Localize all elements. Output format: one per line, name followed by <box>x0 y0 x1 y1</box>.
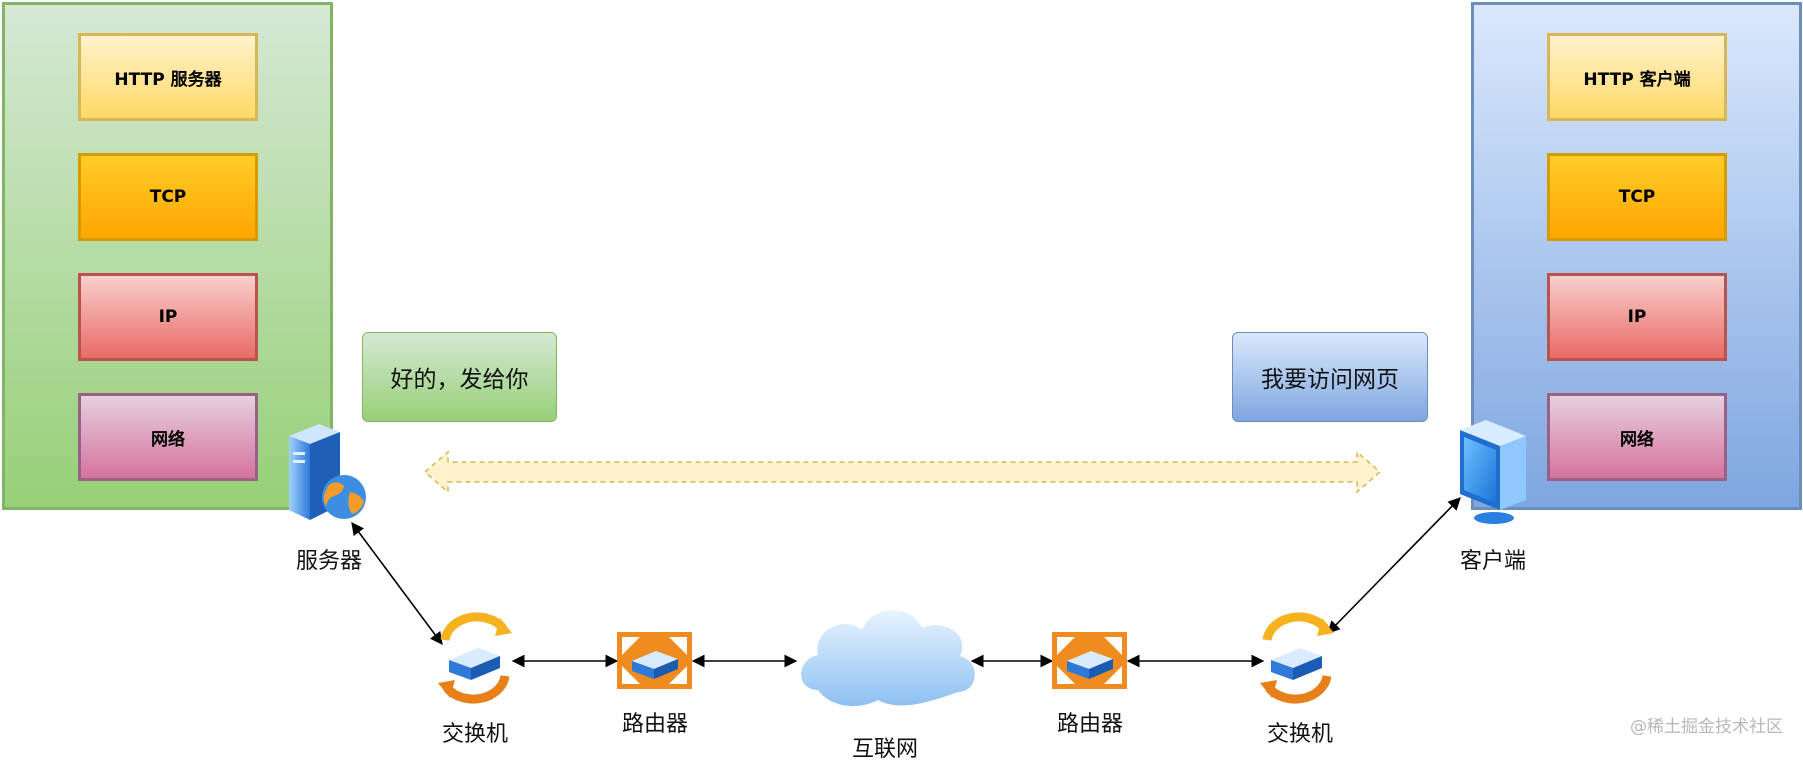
server-label: 服务器 <box>295 549 363 574</box>
server-network-layer: 网络 <box>78 393 258 481</box>
client-http-layer: HTTP 客户端 <box>1547 33 1727 121</box>
switch-left-label: 交换机 <box>441 722 509 747</box>
switch-icon <box>1260 612 1334 704</box>
watermark: @稀土掘金技术社区 <box>1630 717 1783 737</box>
router-icon <box>617 632 692 689</box>
server-reply-bubble: 好的，发给你 <box>362 332 557 422</box>
cloud-icon <box>801 610 975 707</box>
server-ip-layer: IP <box>78 273 258 361</box>
switch-icon <box>438 612 512 704</box>
link-switch-client <box>1327 497 1461 634</box>
data-flow-arrow <box>423 450 1382 494</box>
client-protocol-stack: HTTP 客户端 TCP IP 网络 <box>1471 2 1802 510</box>
server-tcp-layer: TCP <box>78 153 258 241</box>
client-label: 客户端 <box>1459 549 1527 574</box>
client-network-layer: 网络 <box>1547 393 1727 481</box>
server-http-layer: HTTP 服务器 <box>78 33 258 121</box>
internet-label: 互联网 <box>851 737 919 762</box>
router-left-label: 路由器 <box>621 712 689 737</box>
client-ip-layer: IP <box>1547 273 1727 361</box>
client-tcp-layer: TCP <box>1547 153 1727 241</box>
monitor-icon <box>1460 420 1526 524</box>
switch-right-label: 交换机 <box>1266 722 1334 747</box>
server-globe-icon <box>289 424 366 520</box>
router-icon <box>1052 632 1127 689</box>
client-request-bubble: 我要访问网页 <box>1232 332 1428 422</box>
server-protocol-stack: HTTP 服务器 TCP IP 网络 <box>2 2 333 510</box>
link-server-switch <box>351 521 443 646</box>
router-right-label: 路由器 <box>1056 712 1124 737</box>
